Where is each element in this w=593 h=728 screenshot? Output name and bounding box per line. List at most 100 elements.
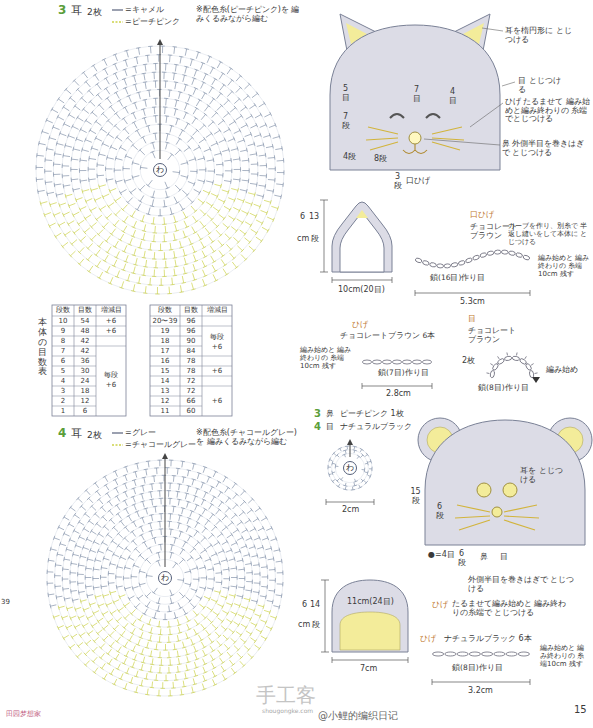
stitch-symbol xyxy=(210,68,213,74)
stitch-symbol xyxy=(142,613,146,615)
stitch-symbol xyxy=(219,653,223,656)
stitch-symbol xyxy=(150,151,154,153)
stitch-symbol xyxy=(112,541,117,545)
stitch-symbol xyxy=(51,107,53,111)
stitch-symbol xyxy=(204,149,210,152)
stitch-symbol xyxy=(153,235,155,242)
stitch-symbol xyxy=(210,246,214,252)
stitch-symbol xyxy=(170,594,174,596)
stitch-symbol xyxy=(152,658,154,664)
stitch-symbol xyxy=(175,260,176,267)
stitch-symbol xyxy=(108,535,113,539)
stitch-symbol xyxy=(164,80,168,81)
stitch-symbol xyxy=(115,640,119,643)
stitch-symbol xyxy=(107,266,110,272)
stitch-symbol xyxy=(245,222,251,226)
stitch-symbol xyxy=(240,114,243,118)
stitch-symbol xyxy=(119,607,124,611)
stitch-symbol xyxy=(114,527,118,531)
stitch-symbol xyxy=(203,646,207,648)
stitch-symbol xyxy=(112,526,115,529)
stitch-symbol xyxy=(180,204,184,210)
stitch-symbol xyxy=(210,655,213,660)
stitch-symbol xyxy=(227,111,230,114)
stitch-symbol xyxy=(181,508,185,509)
stitch-symbol xyxy=(45,181,52,183)
stitch-symbol xyxy=(83,527,85,531)
stitch-symbol xyxy=(108,634,111,637)
stitch-symbol xyxy=(225,170,232,171)
stitch-symbol xyxy=(173,476,175,482)
stitch-symbol xyxy=(106,119,109,122)
stitch-symbol xyxy=(62,175,69,176)
stitch-symbol xyxy=(146,260,147,267)
stitch-symbol xyxy=(227,647,230,650)
stitch-symbol xyxy=(184,84,188,85)
stitch-symbol xyxy=(212,265,215,271)
stitch-symbol xyxy=(160,244,161,251)
stitch-symbol xyxy=(146,125,150,126)
stitch-symbol xyxy=(95,514,100,518)
stitch-symbol xyxy=(128,597,130,601)
cat-hat xyxy=(390,114,404,118)
stitch-symbol xyxy=(138,48,139,55)
stitch-symbol xyxy=(119,101,123,107)
stitch-symbol xyxy=(104,636,108,640)
stitch-symbol xyxy=(175,150,180,155)
leader-line xyxy=(482,28,503,31)
stitch-symbol xyxy=(227,535,232,538)
stitch-symbol xyxy=(228,586,230,590)
stitch-symbol xyxy=(88,559,94,560)
stitch-symbol xyxy=(194,117,198,120)
stitch-symbol xyxy=(187,656,189,662)
stitch-symbol xyxy=(88,616,93,619)
stitch-symbol xyxy=(201,624,205,629)
stitch-symbol xyxy=(222,119,225,122)
stitch-symbol xyxy=(231,521,234,524)
stitch-symbol xyxy=(54,152,56,156)
stitch-symbol xyxy=(89,128,91,132)
stitch-symbol xyxy=(195,505,198,511)
stitch-symbol xyxy=(93,640,96,643)
stitch-symbol xyxy=(135,511,139,513)
stitch-symbol xyxy=(95,595,96,599)
stitch-symbol xyxy=(134,76,136,83)
stitch-symbol xyxy=(93,611,95,615)
stitch-symbol xyxy=(214,130,220,134)
stitch-symbol xyxy=(233,237,238,242)
stitch-symbol xyxy=(249,547,255,549)
stitch-symbol xyxy=(217,641,221,646)
stitch-symbol xyxy=(203,270,206,276)
stitch-symbol xyxy=(126,201,129,204)
stitch-symbol xyxy=(109,203,115,207)
stitch-symbol xyxy=(182,476,186,478)
stitch-symbol xyxy=(202,260,205,266)
stitch-symbol xyxy=(259,155,266,156)
stitch-symbol xyxy=(134,547,137,550)
stitch-symbol xyxy=(242,536,244,540)
stitch-symbol xyxy=(237,560,243,561)
stitch-symbol xyxy=(124,623,128,628)
stitch-symbol xyxy=(78,251,81,254)
stitch-symbol xyxy=(114,112,117,115)
stitch-symbol xyxy=(120,190,126,194)
stitch-symbol xyxy=(174,537,178,538)
stitch-symbol xyxy=(256,152,258,156)
stitch-symbol xyxy=(245,105,248,109)
stitch-symbol xyxy=(183,642,185,648)
stitch-symbol xyxy=(184,66,188,67)
stitch-symbol xyxy=(206,545,211,549)
stitch-symbol xyxy=(62,213,64,217)
stitch-symbol xyxy=(203,606,206,610)
stitch-symbol xyxy=(95,218,98,221)
stitch-symbol xyxy=(142,215,144,222)
stitch-symbol xyxy=(98,630,103,634)
stitch-symbol xyxy=(78,89,83,94)
stitch-symbol xyxy=(122,166,123,170)
stitch-symbol xyxy=(160,529,162,535)
stitch-symbol xyxy=(146,573,148,577)
stitch-symbol xyxy=(41,129,42,133)
stitch-symbol xyxy=(97,620,99,624)
stitch-symbol xyxy=(203,628,207,631)
stitch-symbol xyxy=(141,535,144,540)
